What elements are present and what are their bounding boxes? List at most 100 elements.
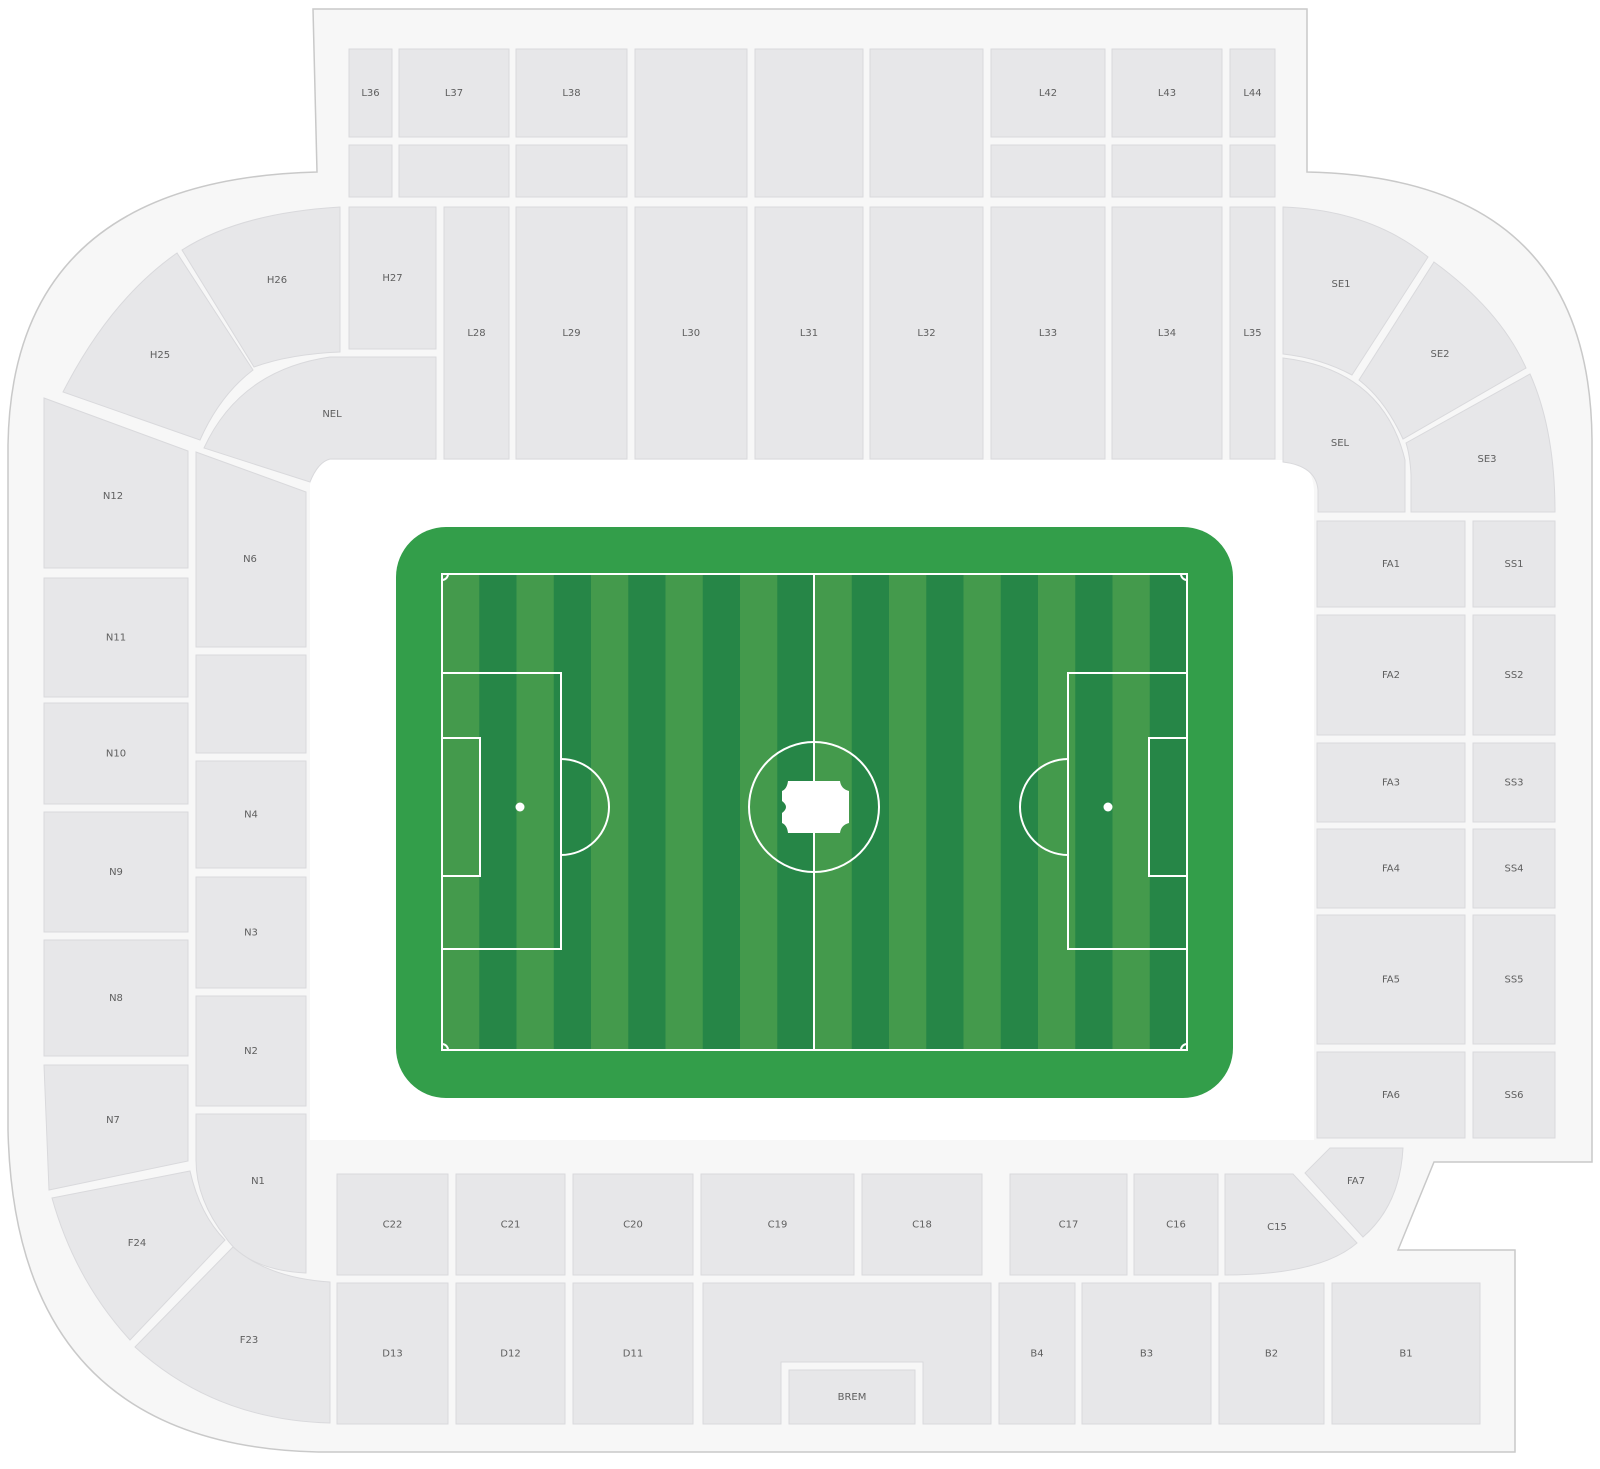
section-l37[interactable]: L37 bbox=[398, 48, 510, 138]
section-brem[interactable]: BREM bbox=[788, 1369, 916, 1425]
section-shape[interactable] bbox=[43, 397, 189, 569]
section-unlabeled[interactable] bbox=[754, 48, 864, 198]
section-c18[interactable]: C18 bbox=[861, 1173, 983, 1276]
section-fa5[interactable]: FA5 bbox=[1316, 914, 1466, 1045]
section-shape[interactable] bbox=[195, 876, 307, 989]
section-shape[interactable] bbox=[1472, 520, 1556, 608]
section-shape[interactable] bbox=[195, 451, 307, 648]
section-l30[interactable]: L30 bbox=[634, 206, 748, 460]
section-ss1[interactable]: SS1 bbox=[1472, 520, 1556, 608]
section-shape[interactable] bbox=[1229, 48, 1276, 138]
section-shape[interactable] bbox=[1133, 1173, 1219, 1276]
section-fa6[interactable]: FA6 bbox=[1316, 1051, 1466, 1139]
section-shape[interactable] bbox=[990, 48, 1106, 138]
section-shape[interactable] bbox=[634, 48, 748, 198]
section-shape[interactable] bbox=[43, 577, 189, 698]
section-l35[interactable]: L35 bbox=[1229, 206, 1276, 460]
section-shape[interactable] bbox=[1316, 614, 1466, 736]
section-shape[interactable] bbox=[1472, 742, 1556, 823]
section-shape[interactable] bbox=[572, 1282, 694, 1425]
section-n4[interactable]: N4 bbox=[195, 760, 307, 869]
section-unlabeled[interactable] bbox=[1229, 144, 1276, 198]
section-unlabeled[interactable] bbox=[515, 144, 628, 198]
section-shape[interactable] bbox=[1111, 48, 1223, 138]
section-shape[interactable] bbox=[1405, 373, 1556, 513]
section-unlabeled[interactable] bbox=[634, 48, 748, 198]
section-shape[interactable] bbox=[1111, 206, 1223, 460]
section-shape[interactable] bbox=[455, 1173, 566, 1276]
section-n11[interactable]: N11 bbox=[43, 577, 189, 698]
section-n10[interactable]: N10 bbox=[43, 702, 189, 805]
section-c16[interactable]: C16 bbox=[1133, 1173, 1219, 1276]
section-d12[interactable]: D12 bbox=[455, 1282, 566, 1425]
section-shape[interactable] bbox=[788, 1369, 916, 1425]
section-shape[interactable] bbox=[1316, 828, 1466, 909]
section-shape[interactable] bbox=[990, 144, 1106, 198]
section-shape[interactable] bbox=[754, 206, 864, 460]
section-shape[interactable] bbox=[348, 206, 437, 350]
section-ss6[interactable]: SS6 bbox=[1472, 1051, 1556, 1139]
section-c21[interactable]: C21 bbox=[455, 1173, 566, 1276]
section-shape[interactable] bbox=[455, 1282, 566, 1425]
section-l44[interactable]: L44 bbox=[1229, 48, 1276, 138]
section-shape[interactable] bbox=[700, 1173, 855, 1276]
section-fa4[interactable]: FA4 bbox=[1316, 828, 1466, 909]
section-c17[interactable]: C17 bbox=[1009, 1173, 1128, 1276]
section-unlabeled[interactable] bbox=[195, 654, 307, 754]
section-n8[interactable]: N8 bbox=[43, 939, 189, 1057]
section-unlabeled[interactable] bbox=[1111, 144, 1223, 198]
section-shape[interactable] bbox=[1472, 1051, 1556, 1139]
section-shape[interactable] bbox=[1111, 144, 1223, 198]
section-l42[interactable]: L42 bbox=[990, 48, 1106, 138]
section-l32[interactable]: L32 bbox=[869, 206, 984, 460]
section-shape[interactable] bbox=[348, 48, 393, 138]
section-shape[interactable] bbox=[195, 995, 307, 1107]
section-shape[interactable] bbox=[195, 654, 307, 754]
section-shape[interactable] bbox=[1472, 828, 1556, 909]
section-shape[interactable] bbox=[1304, 1147, 1404, 1238]
section-shape[interactable] bbox=[43, 811, 189, 933]
section-shape[interactable] bbox=[336, 1173, 449, 1276]
section-shape[interactable] bbox=[1316, 742, 1466, 823]
section-shape[interactable] bbox=[702, 1282, 992, 1425]
section-shape[interactable] bbox=[1229, 206, 1276, 460]
section-ss2[interactable]: SS2 bbox=[1472, 614, 1556, 736]
section-unlabeled[interactable] bbox=[348, 144, 393, 198]
section-shape[interactable] bbox=[43, 702, 189, 805]
section-shape[interactable] bbox=[195, 760, 307, 869]
section-shape[interactable] bbox=[203, 356, 437, 483]
section-shape[interactable] bbox=[62, 252, 254, 441]
section-shape[interactable] bbox=[43, 1064, 189, 1191]
section-fa1[interactable]: FA1 bbox=[1316, 520, 1466, 608]
section-shape[interactable] bbox=[51, 1170, 226, 1341]
section-shape[interactable] bbox=[572, 1173, 694, 1276]
section-shape[interactable] bbox=[181, 206, 341, 368]
section-unlabeled[interactable] bbox=[398, 144, 510, 198]
section-unlabeled[interactable] bbox=[869, 48, 984, 198]
section-b3[interactable]: B3 bbox=[1081, 1282, 1212, 1425]
section-shape[interactable] bbox=[1331, 1282, 1481, 1425]
section-shape[interactable] bbox=[869, 48, 984, 198]
section-shape[interactable] bbox=[1282, 357, 1406, 513]
section-shape[interactable] bbox=[1472, 614, 1556, 736]
section-shape[interactable] bbox=[515, 206, 628, 460]
section-shape[interactable] bbox=[1316, 1051, 1466, 1139]
section-shape[interactable] bbox=[398, 48, 510, 138]
section-shape[interactable] bbox=[869, 206, 984, 460]
section-l31[interactable]: L31 bbox=[754, 206, 864, 460]
section-c22[interactable]: C22 bbox=[336, 1173, 449, 1276]
section-l28[interactable]: L28 bbox=[443, 206, 510, 460]
section-ss4[interactable]: SS4 bbox=[1472, 828, 1556, 909]
section-shape[interactable] bbox=[515, 144, 628, 198]
section-l43[interactable]: L43 bbox=[1111, 48, 1223, 138]
section-shape[interactable] bbox=[861, 1173, 983, 1276]
section-d13[interactable]: D13 bbox=[336, 1282, 449, 1425]
section-fa3[interactable]: FA3 bbox=[1316, 742, 1466, 823]
section-n2[interactable]: N2 bbox=[195, 995, 307, 1107]
section-shape[interactable] bbox=[1316, 914, 1466, 1045]
section-ss3[interactable]: SS3 bbox=[1472, 742, 1556, 823]
section-shape[interactable] bbox=[195, 1113, 307, 1274]
section-l29[interactable]: L29 bbox=[515, 206, 628, 460]
section-shape[interactable] bbox=[990, 206, 1106, 460]
section-l36[interactable]: L36 bbox=[348, 48, 393, 138]
